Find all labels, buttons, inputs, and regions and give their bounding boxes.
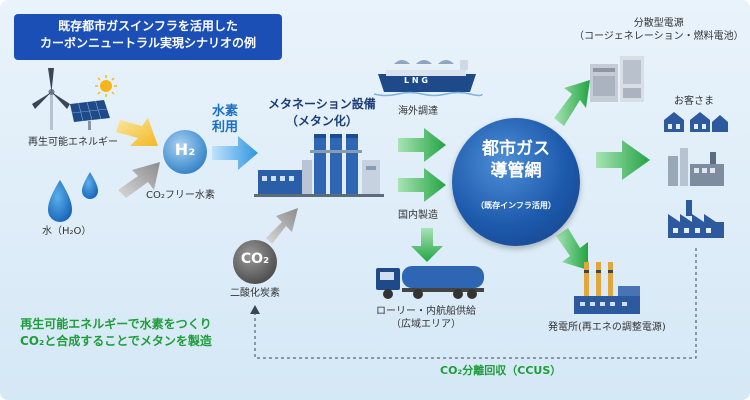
co2-free-h2-label: CO₂フリー水素 [146, 190, 215, 201]
title-line-2: カーボンニュートラル実現シナリオの例 [39, 36, 256, 51]
hydrogen-use-line-1: 水素 [212, 104, 239, 119]
water-label: 水（H₂O） [42, 226, 92, 237]
distributed-power-icon [590, 56, 644, 102]
methanation-plant-icon [254, 134, 384, 197]
power-plant-icon [574, 262, 640, 314]
diagram-title: 既存都市ガスインフラを活用した カーボンニュートラル実現シナリオの例 [14, 14, 282, 60]
hub-line-1: 都市ガス [482, 139, 550, 159]
domestic-label: 国内製造 [398, 210, 438, 221]
hydrogen-arrow [212, 136, 258, 170]
methanation-title: メタネーション設備 （メタン化） [268, 96, 376, 130]
h2-bubble-text: H₂ [174, 140, 196, 159]
hydrogen-use-line-2: 利用 [212, 119, 239, 135]
ccus-label: CO₂分離回収（CCUS） [440, 364, 562, 377]
lorry-arrow [411, 228, 443, 262]
lorry-label-line-1: ローリー・内航船供給 [376, 306, 476, 317]
lorry-truck-icon [376, 266, 484, 299]
summary-line-1: 再生可能エネルギーで水素をつくり [20, 317, 212, 331]
hydrogen-use-label: 水素 利用 [212, 104, 238, 135]
co2-bubble-icon [233, 240, 277, 284]
overseas-arrow [398, 128, 446, 162]
lorry-label-line-2: （広域エリア） [391, 318, 461, 330]
hub-title: 都市ガス 導管網 [452, 138, 580, 182]
solar-panel-icon [70, 100, 110, 130]
city-gas-network-hub: 都市ガス 導管網 （既存インフラ活用） [452, 118, 580, 246]
customers-label: お客さま [674, 96, 714, 107]
ccus-arrow-head [250, 305, 260, 314]
distributed-power-label: 分散型電源 （コージェネレーション・燃料電池） [574, 18, 744, 43]
hub-subtitle: （既存インフラ活用） [476, 201, 556, 210]
power-plant-label: 発電所(再エネの調整電源) [548, 322, 666, 333]
co2-to-methanation-arrow [266, 208, 298, 244]
distributed-line-1: 分散型電源 [633, 18, 684, 29]
domestic-arrow [398, 168, 446, 202]
methanation-line-1: メタネーション設備 [268, 97, 376, 111]
wind-turbine-icon [32, 68, 70, 130]
co2-label: 二酸化炭素 [230, 288, 280, 299]
overseas-label: 海外調達 [398, 106, 438, 117]
h2-bubble: H₂ [163, 140, 207, 159]
water-to-h2-arrow [118, 162, 160, 198]
summary-text: 再生可能エネルギーで水素をつくり CO₂と合成することでメタンを製造 [20, 316, 212, 351]
to-power-plant-arrow [556, 228, 588, 270]
methanation-line-2: （メタン化） [285, 113, 358, 128]
industrial-customer-icon [668, 148, 724, 186]
h2-bubble-icon [163, 130, 207, 174]
distributed-line-2: （コージェネレーション・燃料電池） [574, 30, 744, 42]
renewable-to-h2-arrow [116, 118, 158, 146]
factory-icon [668, 200, 724, 238]
co2-bubble: CO₂ [233, 251, 277, 267]
co2-bubble-text: CO₂ [240, 251, 270, 267]
summary-line-2: CO₂と合成することでメタンを製造 [20, 334, 212, 349]
to-customers-arrow [596, 140, 650, 180]
lorry-label: ローリー・内航船供給 （広域エリア） [376, 306, 476, 331]
ccus-return-line [254, 248, 697, 359]
to-distributed-arrow [554, 80, 590, 126]
hub-line-2: 導管網 [490, 161, 542, 182]
lng-ship-text: L N G [404, 76, 428, 85]
houses-icon [664, 112, 728, 132]
water-drop-icon [48, 172, 98, 222]
title-line-1: 既存都市ガスインフラを活用した [58, 19, 238, 33]
lng-ship-icon [373, 60, 483, 97]
renewable-label: 再生可能エネルギー [28, 137, 118, 148]
sun-icon [95, 75, 117, 97]
